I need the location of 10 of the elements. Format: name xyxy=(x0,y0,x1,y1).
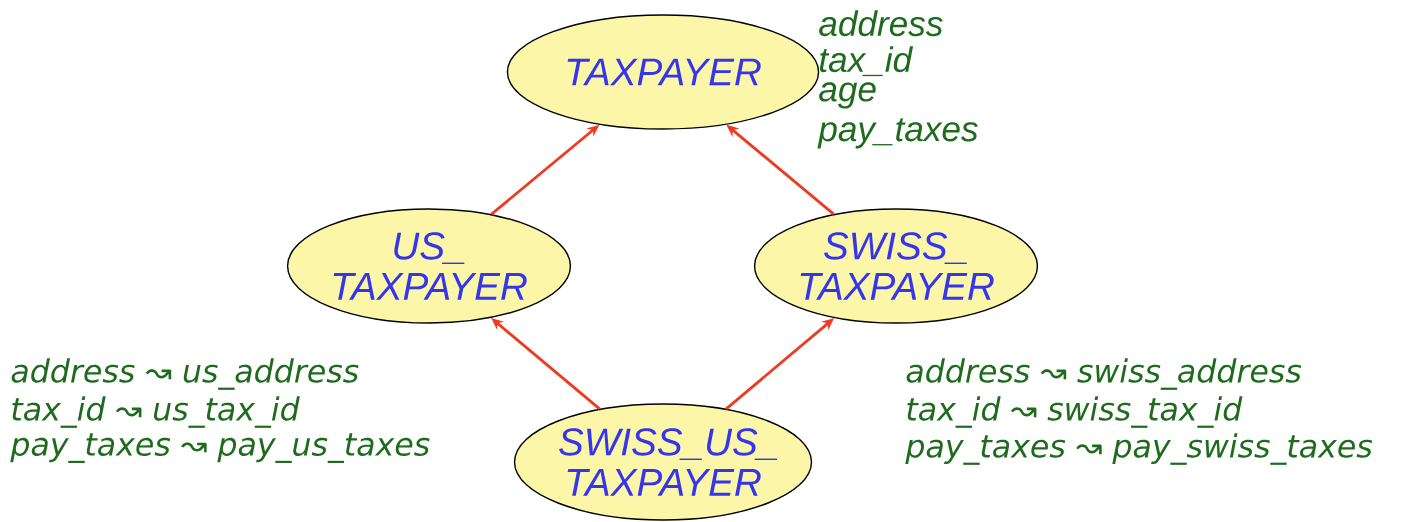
feature-label: address ↝ us_address xyxy=(11,358,359,390)
feature-label: address ↝ swiss_address xyxy=(906,358,1302,390)
feature-label: tax_id xyxy=(819,46,914,77)
feature-label: pay_taxes xyxy=(817,118,978,149)
feature-label: address xyxy=(819,10,943,37)
feature-label: pay_taxes ↝ pay_swiss_taxes xyxy=(905,433,1373,465)
feature-label: age xyxy=(819,82,876,109)
feature-label: tax_id ↝ us_tax_id xyxy=(12,396,300,428)
feature-label: pay_taxes ↝ pay_us_taxes xyxy=(10,433,430,464)
feature-label: tax_id ↝ swiss_tax_id xyxy=(907,396,1243,428)
